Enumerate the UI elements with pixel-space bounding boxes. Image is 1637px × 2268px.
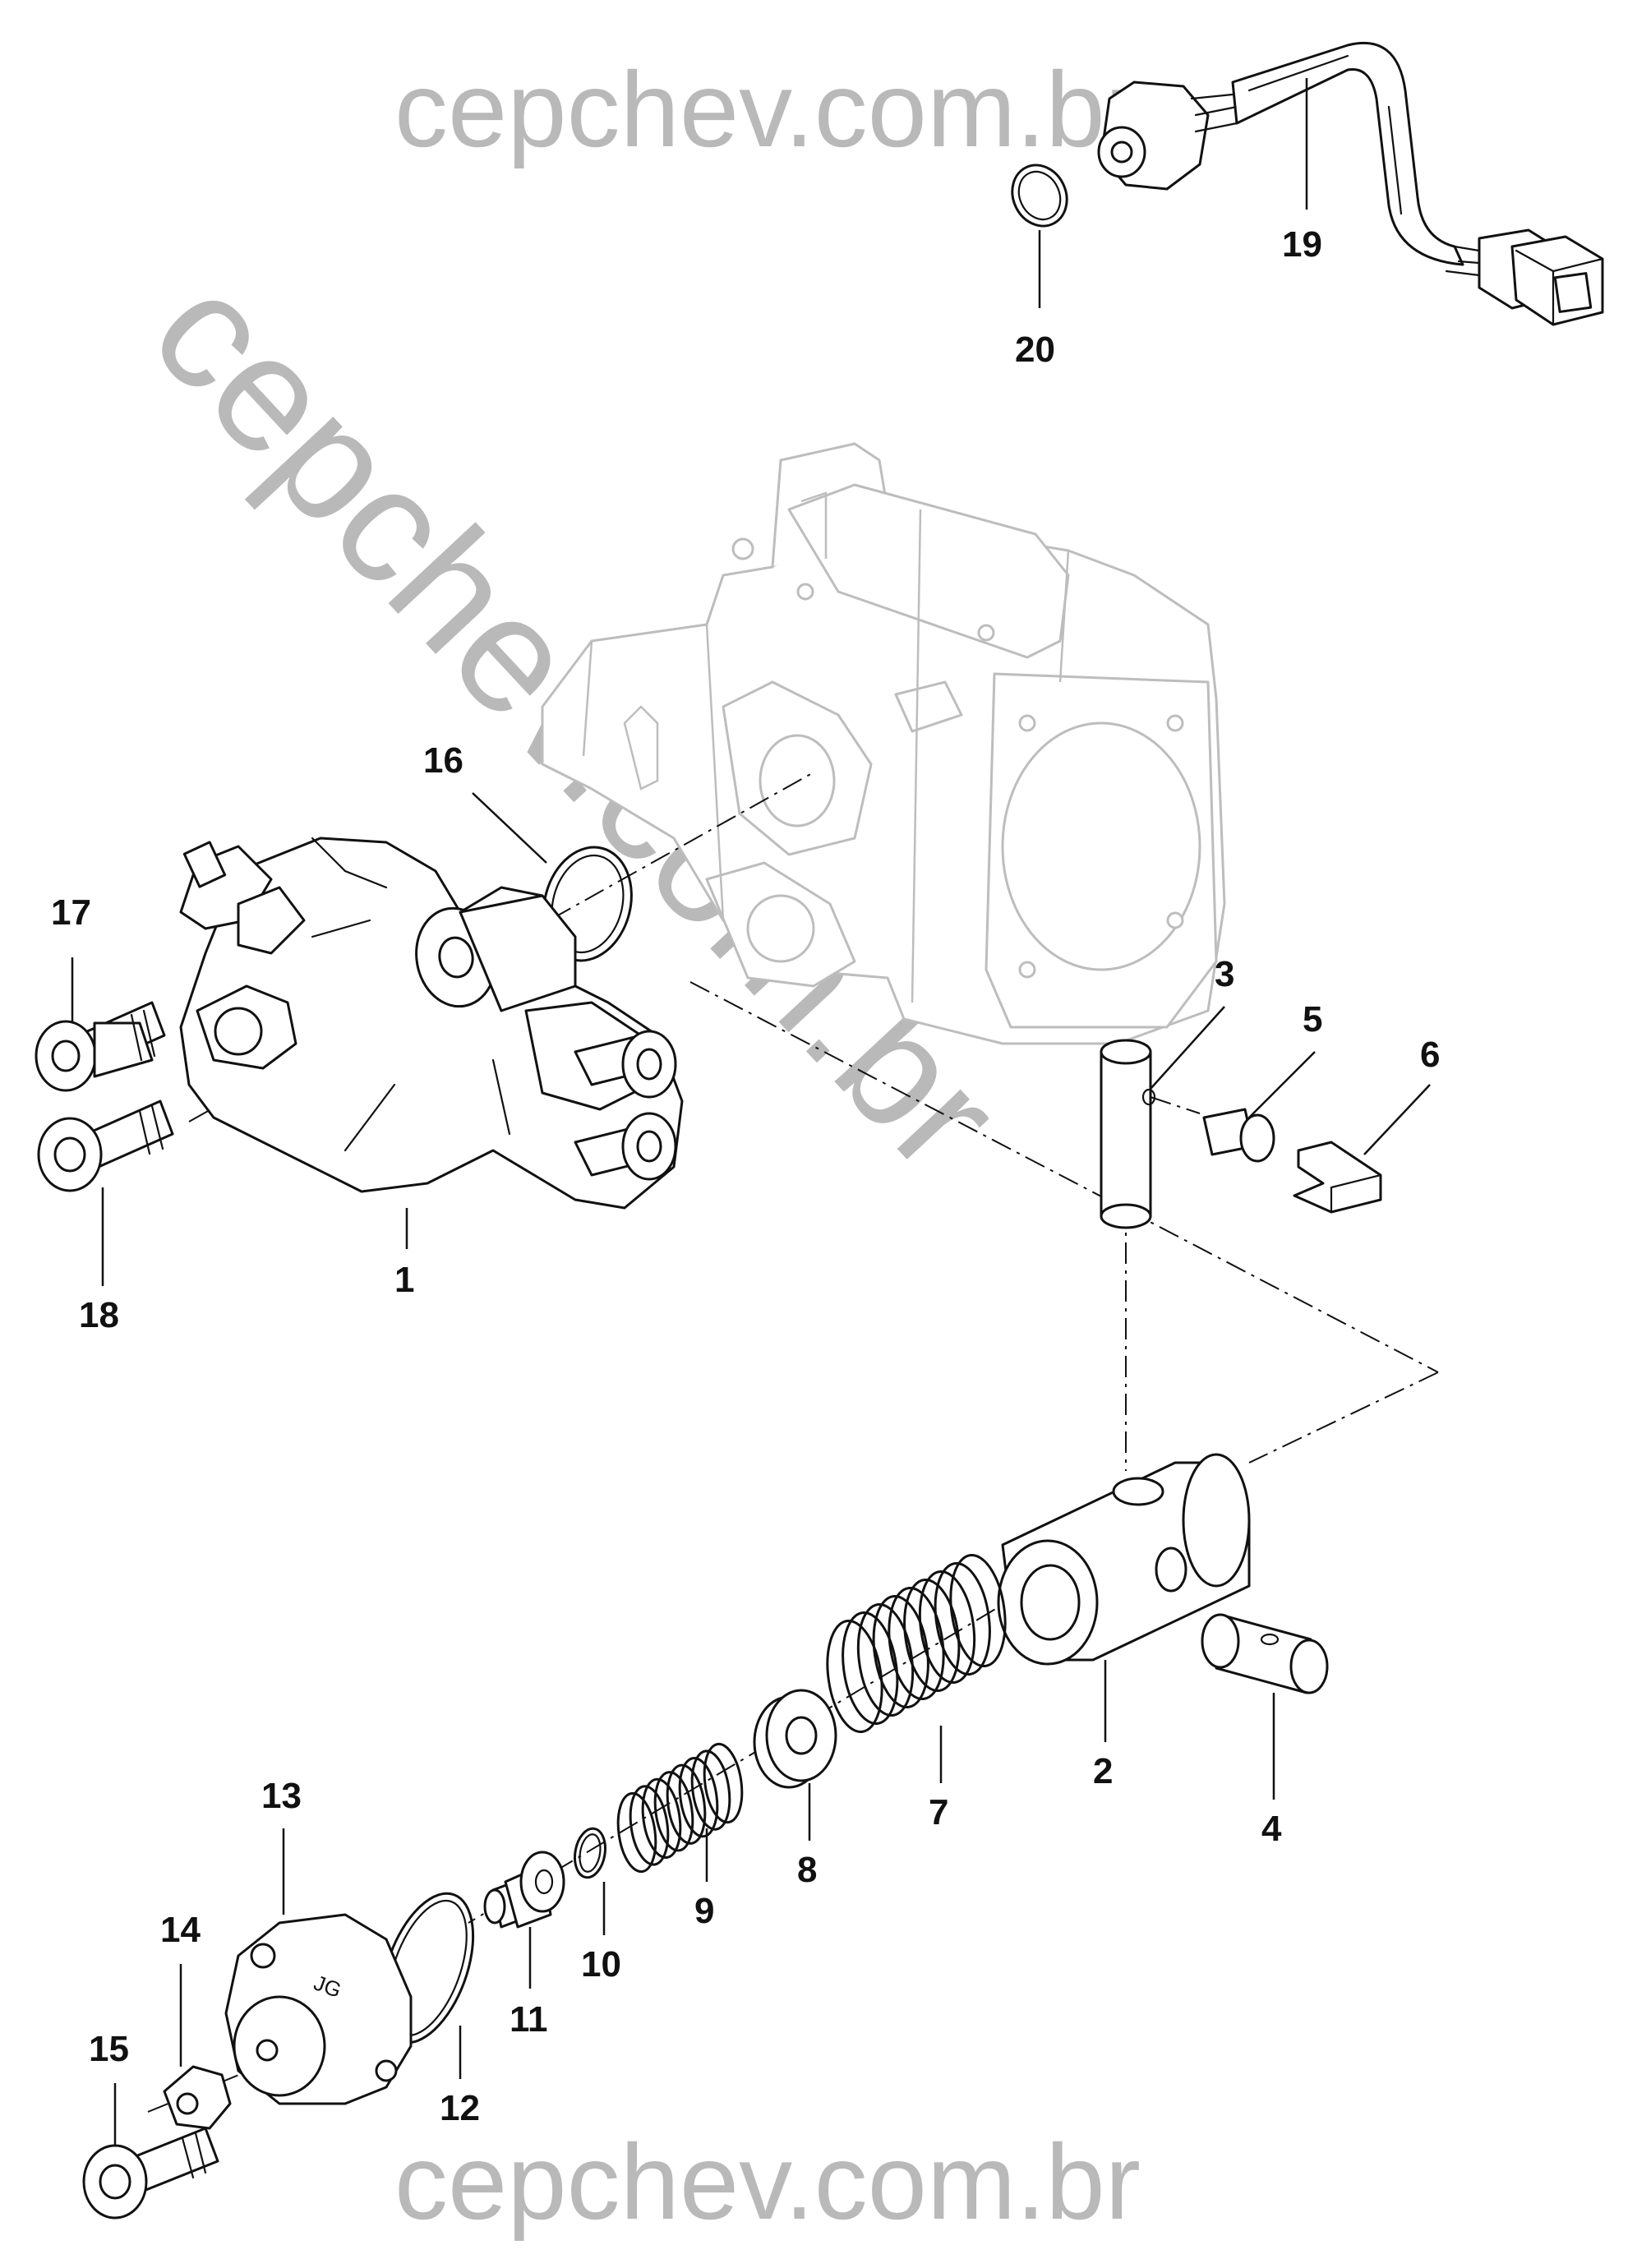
watermark-bottom: cepchev.com.br	[394, 2122, 1141, 2242]
spring7-coil	[949, 1554, 1007, 1667]
spring9-coil	[666, 1763, 707, 1845]
callout-numbers: 19 20 16 3 5 6 17 18 1 4 2 7 8 9 10 11 1…	[51, 224, 1440, 2128]
callout-5: 5	[1303, 999, 1322, 1040]
part-8-washer	[753, 1689, 837, 1789]
callout-6: 6	[1420, 1035, 1440, 1075]
spring9-coil	[703, 1742, 744, 1824]
callout-18: 18	[79, 1295, 119, 1335]
spring7-coil	[872, 1595, 929, 1708]
callout-1: 1	[394, 1260, 414, 1300]
part-6-clip	[1293, 1141, 1382, 1214]
spring7-coil	[903, 1579, 961, 1692]
throttle-body-housing	[541, 442, 1226, 1045]
spring7-coil	[856, 1603, 915, 1717]
watermark-top: cepchev.com.br	[394, 49, 1141, 169]
callout-11: 11	[510, 1999, 548, 2040]
callout-4: 4	[1261, 1809, 1282, 1849]
part-14-nut	[163, 2065, 232, 2130]
callout-15: 15	[89, 2029, 129, 2069]
callout-17: 17	[51, 892, 91, 933]
callout-13: 13	[261, 1776, 302, 1816]
spring9-coil	[690, 1749, 731, 1831]
callout-7: 7	[929, 1792, 948, 1832]
leader-lines	[71, 78, 1431, 2145]
callout-2: 2	[1093, 1751, 1113, 1791]
part-2-sleeve	[997, 1453, 1251, 1666]
spring9-coil	[616, 1791, 657, 1874]
part-18-bolt	[37, 1099, 174, 1192]
part-11-plunger	[483, 1851, 565, 1929]
part-5-screw	[1202, 1108, 1275, 1163]
part-20-o-ring	[1011, 164, 1068, 228]
spring9-coil	[653, 1771, 694, 1852]
part-17-bolt	[35, 1001, 166, 1092]
callout-16: 16	[423, 740, 463, 781]
spring7-coil	[918, 1570, 976, 1684]
spring9-coil	[678, 1757, 719, 1838]
spring9-coil	[641, 1777, 682, 1859]
part-4-cross-pin	[1201, 1613, 1329, 1694]
part-13-cover: JG	[224, 1913, 413, 2105]
callout-19: 19	[1282, 224, 1322, 265]
part-3-pin	[1100, 1039, 1156, 1229]
callout-12: 12	[440, 2088, 480, 2128]
spring7-coil	[888, 1587, 945, 1700]
callout-14: 14	[160, 1910, 201, 1950]
part-7-large-spring	[826, 1554, 1007, 1733]
spring9-coil	[629, 1785, 670, 1866]
part-10-o-ring	[574, 1827, 606, 1879]
callout-8: 8	[797, 1850, 817, 1890]
part-9-small-spring	[616, 1742, 744, 1874]
callout-3: 3	[1215, 954, 1234, 994]
part-1-actuator-body	[179, 837, 684, 1210]
spring7-coil	[826, 1620, 883, 1733]
callout-20: 20	[1015, 330, 1055, 370]
part-19-sensor-harness	[1097, 41, 1604, 326]
spring7-coil	[842, 1611, 899, 1725]
part-15-bolt	[82, 2127, 219, 2220]
callout-9: 9	[694, 1891, 714, 1931]
spring7-coil	[934, 1562, 991, 1676]
callout-10: 10	[581, 1944, 621, 1984]
